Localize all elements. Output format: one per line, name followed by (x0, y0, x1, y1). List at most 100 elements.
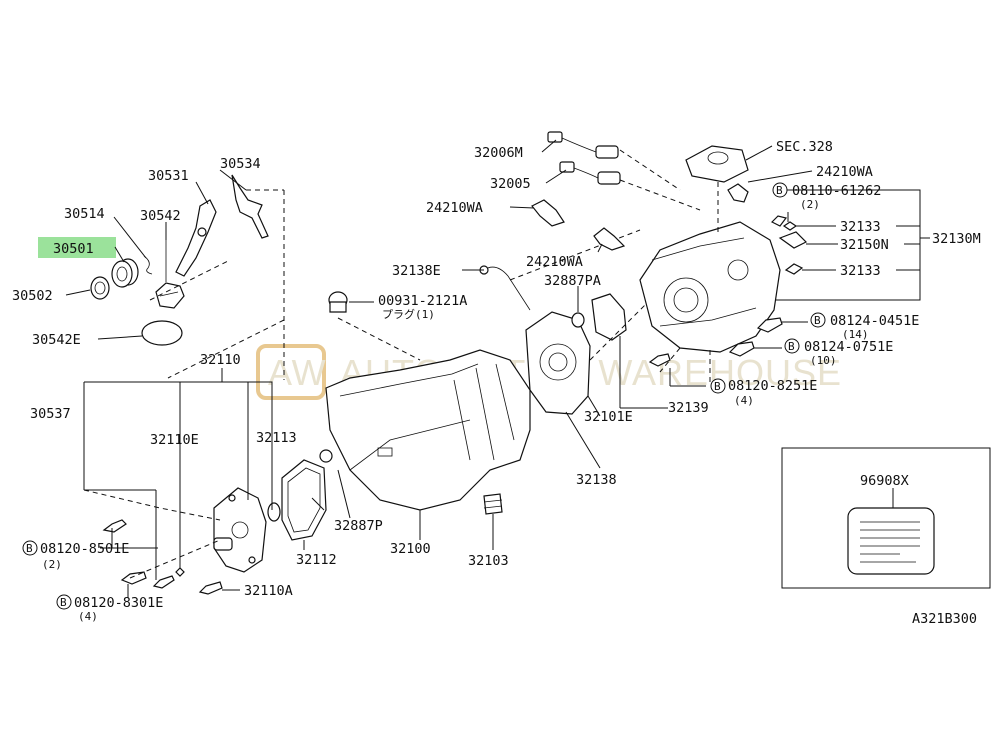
callout-30542[interactable]: 30542 (140, 208, 181, 224)
callout-30531[interactable]: 30531 (148, 168, 189, 184)
callout-32110E[interactable]: 32110E (150, 432, 199, 448)
part-30531-lever[interactable] (175, 199, 217, 277)
part-32138E-rod[interactable] (479, 265, 531, 311)
bolt-08110-61262[interactable] (770, 215, 788, 227)
callout-08124-0451E[interactable]: 08124-0451E (830, 313, 919, 329)
callout-96908X[interactable]: 96908X (860, 473, 909, 489)
qty-08124-0751E: (10) (810, 354, 837, 367)
part-32103-boot[interactable] (483, 493, 503, 515)
part-30542-boot[interactable] (155, 240, 185, 309)
callout-30514[interactable]: 30514 (64, 206, 105, 222)
callout-08120-8501E[interactable]: 08120-8501E (40, 541, 129, 557)
part-sec328-mount[interactable] (685, 145, 749, 183)
part-32150N[interactable] (778, 231, 808, 249)
qty-08120-8501E: (2) (42, 558, 62, 571)
bolt-marker-08120-8301E: B (56, 594, 72, 610)
part-30502-sleeve[interactable] (90, 276, 110, 300)
watermark-badge-frame (256, 344, 326, 400)
part-24210WA-clip-b[interactable] (593, 227, 626, 251)
pin-32133-a[interactable] (782, 221, 798, 231)
callout-32887P[interactable]: 32887P (334, 518, 383, 534)
part-32887PA-bushing[interactable] (571, 312, 585, 328)
part-32130M-rear-case[interactable] (639, 221, 781, 353)
qty-08120-8251E: (4) (734, 394, 754, 407)
callout-00931-2121A[interactable]: 00931-2121A (378, 293, 467, 309)
plug-note: プラグ(1) (382, 307, 435, 321)
watermark-badge: AW (268, 352, 327, 393)
qty-08124-0451E: (14) (842, 328, 869, 341)
callout-30501[interactable]: 30501 (53, 241, 94, 257)
bolt-marker-08110-letter: B (776, 184, 783, 197)
bolt-marker-08120-8301E-letter: B (60, 596, 67, 609)
bolt-08120-8301E[interactable] (120, 571, 147, 585)
bolt-marker-08120-8251E-letter: B (714, 380, 721, 393)
part-32887P-bushing[interactable] (319, 449, 333, 463)
bolt-marker-08110: B (772, 182, 788, 198)
callout-32103[interactable]: 32103 (468, 553, 509, 569)
part-30542E-band[interactable] (141, 320, 183, 346)
callout-32139[interactable]: 32139 (668, 400, 709, 416)
callout-32112[interactable]: 32112 (296, 552, 337, 568)
callout-30537[interactable]: 30537 (30, 406, 71, 422)
callout-24210WA-c[interactable]: 24210WA (816, 164, 873, 180)
part-32112-gasket[interactable] (281, 459, 327, 541)
part-30514-clip[interactable] (143, 255, 153, 275)
part-32006M-sensor[interactable] (547, 131, 619, 159)
callout-30534[interactable]: 30534 (220, 156, 261, 172)
bolt-marker-08124-0751E-letter: B (788, 340, 795, 353)
pin-32133-b[interactable] (784, 263, 804, 275)
bolt-08120-8501E[interactable] (102, 519, 127, 533)
callout-32133-b[interactable]: 32133 (840, 263, 881, 279)
part-32100-bell-housing[interactable] (325, 349, 531, 511)
callout-sec328[interactable]: SEC.328 (776, 139, 833, 155)
callout-24210WA-b[interactable]: 24210WA (526, 254, 583, 270)
part-32139-gasket[interactable] (591, 293, 627, 341)
callout-30542E[interactable]: 30542E (32, 332, 81, 348)
callout-32100[interactable]: 32100 (390, 541, 431, 557)
selected-part-highlight (38, 237, 116, 258)
callout-08110-61262[interactable]: 08110-61262 (792, 183, 881, 199)
part-32101E-adapter[interactable] (525, 311, 591, 415)
callout-32150N[interactable]: 32150N (840, 237, 889, 253)
callout-32110[interactable]: 32110 (200, 352, 241, 368)
bolt-marker-08124-0451E-letter: B (814, 314, 821, 327)
part-00931-2121A-plug[interactable] (328, 291, 348, 313)
callout-08120-8301E[interactable]: 08120-8301E (74, 595, 163, 611)
bolt-marker-08120-8501E-letter: B (26, 542, 33, 555)
callout-08120-8251E[interactable]: 08120-8251E (728, 378, 817, 394)
callout-32130M[interactable]: 32130M (932, 231, 981, 247)
bolt-08120-8251E[interactable] (648, 353, 671, 367)
part-30501-bearing[interactable] (111, 258, 139, 288)
bolt-marker-08120-8251E: B (710, 378, 726, 394)
qty-08120-8301E: (4) (78, 610, 98, 623)
bolt-marker-08124-0751E: B (784, 338, 800, 354)
bolt-08124-0451E[interactable] (756, 317, 783, 333)
callout-32887PA[interactable]: 32887PA (544, 273, 601, 289)
pin-32110E[interactable] (152, 567, 185, 589)
callout-32110A[interactable]: 32110A (244, 583, 293, 599)
callout-32113[interactable]: 32113 (256, 430, 297, 446)
qty-08110-61262: (2) (800, 198, 820, 211)
part-30534-fork[interactable] (231, 174, 269, 239)
callout-32133-a[interactable]: 32133 (840, 219, 881, 235)
bolt-marker-08124-0451E: B (810, 312, 826, 328)
label-box-96908X (781, 447, 991, 589)
bolt-32110A[interactable] (198, 581, 223, 595)
part-24210WA-clip-c[interactable] (727, 183, 749, 203)
diagram-id: A321B300 (912, 611, 977, 627)
callout-32101E[interactable]: 32101E (584, 409, 633, 425)
bolt-marker-08120-8501E: B (22, 540, 38, 556)
callout-32138E[interactable]: 32138E (392, 263, 441, 279)
callout-32138[interactable]: 32138 (576, 472, 617, 488)
bolt-08124-0751E[interactable] (728, 341, 755, 357)
callout-32005[interactable]: 32005 (490, 176, 531, 192)
part-24210WA-clip-a[interactable] (531, 199, 565, 227)
part-32113-seal[interactable] (267, 502, 281, 522)
callout-32006M[interactable]: 32006M (474, 145, 523, 161)
callout-30502[interactable]: 30502 (12, 288, 53, 304)
callout-08124-0751E[interactable]: 08124-0751E (804, 339, 893, 355)
callout-24210WA-a[interactable]: 24210WA (426, 200, 483, 216)
part-32110-front-cover[interactable] (213, 487, 267, 573)
part-32005-sensor[interactable] (559, 161, 621, 185)
